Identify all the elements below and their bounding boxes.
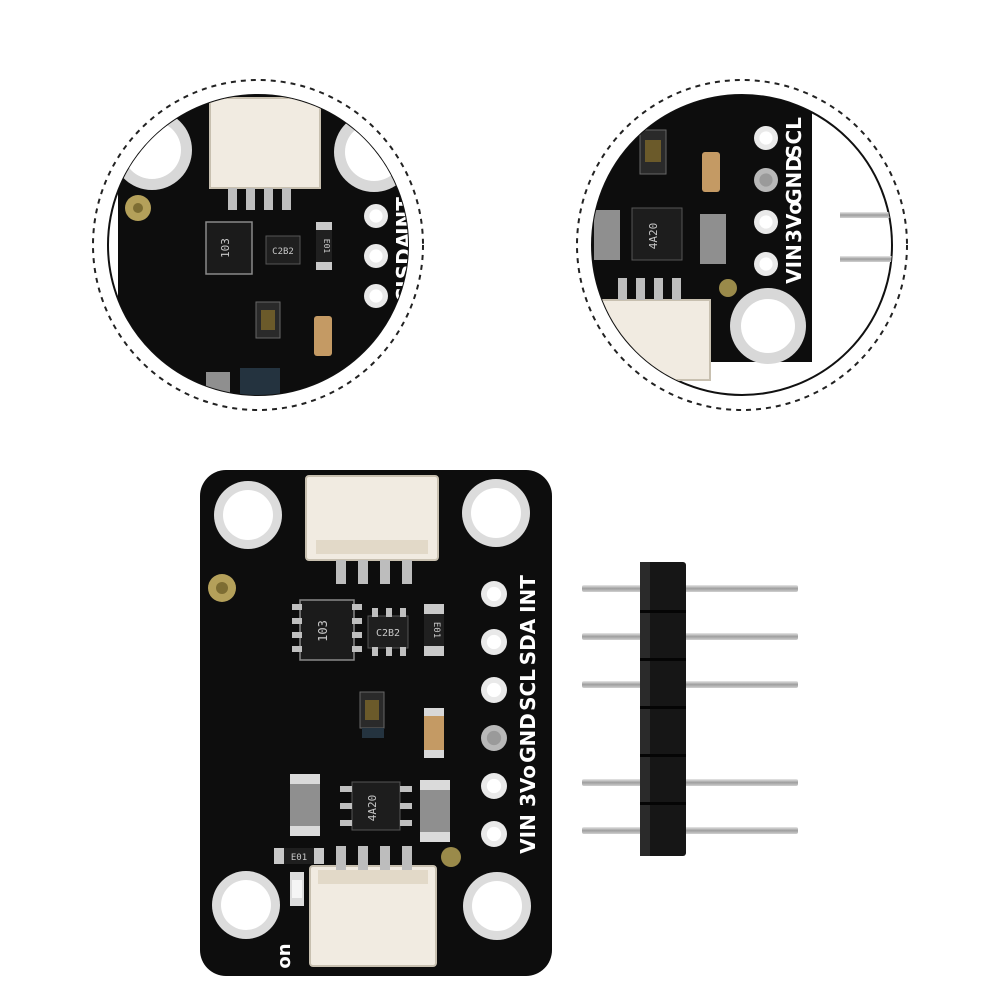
smd-capacitor [290,774,320,836]
header-pin [582,585,798,592]
pin-label: SCL [782,117,806,159]
pin-pad-column [481,581,507,847]
header-pin [840,212,892,218]
chip-marking: 103 [219,238,232,258]
header-pin [582,827,798,834]
header-pin [582,633,798,640]
header-pin [840,256,892,262]
gold-via [441,847,461,867]
mounting-hole [214,481,282,549]
smd-capacitor [424,708,444,758]
pin-label: SCL [516,669,540,711]
jst-connector-top [305,475,439,584]
chip-marking: 4A20 [647,223,660,250]
pin-label: INT [516,575,540,613]
resistor-marking: E01 [322,239,331,254]
chip-marking: 4A20 [366,795,379,822]
on-label: on [274,943,295,968]
pin-label: GND [516,713,540,763]
mounting-hole [462,479,530,547]
pin-label: VIN [516,814,540,854]
smd-resistor: E01 [274,848,324,864]
resistor-array-chip: 103 [292,599,362,661]
ic-chip: C2B2 [367,608,409,656]
header-pin [582,779,798,786]
mounting-hole [463,872,531,940]
pin-label: SDA [516,618,540,665]
pin-label: GND [782,155,806,205]
chip-marking: C2B2 [272,247,294,257]
pin-label: SDA [392,232,416,279]
pin-label: 3Vo [782,201,806,243]
sensor-board: 103 C2B2 E01 [200,470,552,976]
pin-label: VIN [782,244,806,284]
resistor-marking: E01 [431,622,441,638]
header-pin [582,681,798,688]
chip-marking: 103 [316,620,330,642]
smd-capacitor [420,780,450,842]
smd-resistor: E01 [424,604,444,656]
jst-connector-bottom [309,846,437,967]
pin-label: 3Vo [516,765,540,807]
resistor-marking: E01 [291,853,307,863]
chip-marking: C2B2 [376,628,400,639]
pin-header [582,562,798,856]
mounting-hole [212,871,280,939]
power-led [290,872,304,906]
light-sensor [359,691,385,738]
voltage-regulator-chip: 4A20 [340,781,412,831]
